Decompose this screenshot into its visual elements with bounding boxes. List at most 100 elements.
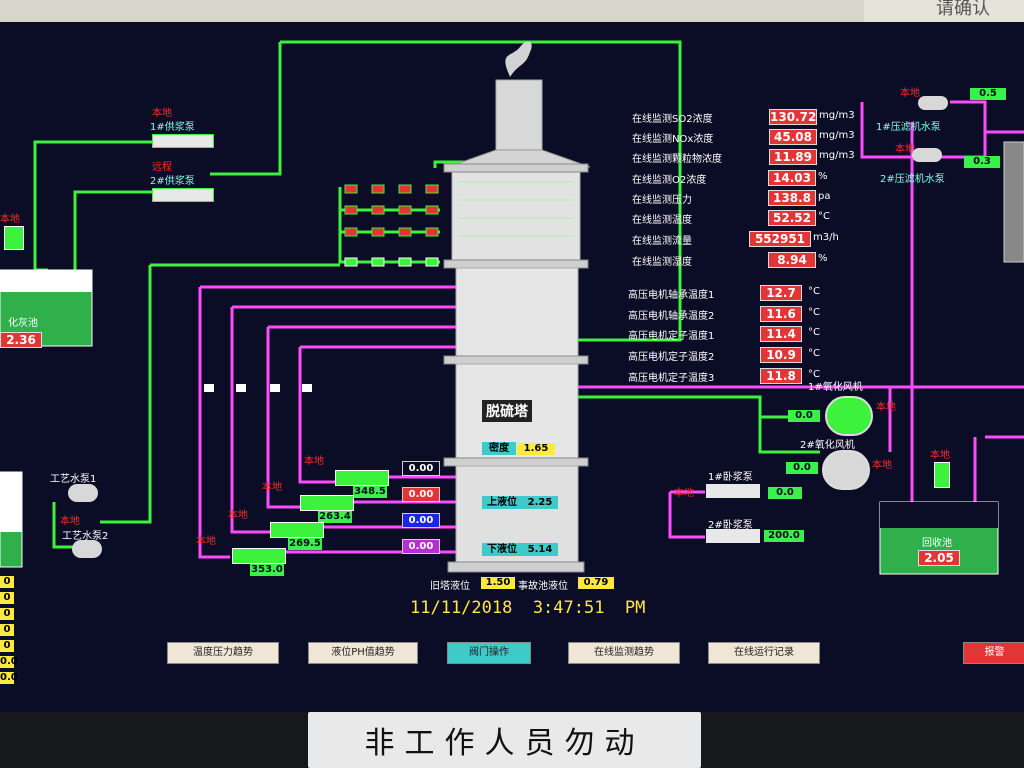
slurry-pump-1-mode: 本地	[674, 488, 694, 499]
motor-label-2: 高压电机定子温度1	[628, 331, 715, 342]
left-value-3: 0	[0, 624, 14, 636]
lower-level-value: 5.14	[522, 543, 558, 556]
right-tank-label: 回收池	[922, 538, 952, 549]
supply-pump-2-label: 2#供浆泵	[150, 176, 195, 187]
datetime-display: 11/11/2018 3:47:51 PM	[410, 598, 646, 618]
circ-pump-4-value: 353.0	[250, 564, 284, 576]
circ-pump-3-value: 269.5	[288, 538, 322, 550]
monitor-label-6: 在线监测流量	[632, 236, 692, 247]
monitor-value-0: 130.72	[769, 109, 817, 125]
oxidation-fan-1-value: 0.0	[788, 410, 820, 422]
circ-pump-4-icon[interactable]	[232, 548, 286, 564]
filter-pump-1-value: 0.5	[970, 88, 1006, 100]
nav-button-0[interactable]: 温度压力趋势	[167, 642, 279, 664]
filter-pump-1-mode: 本地	[900, 88, 920, 99]
oxidation-fan-2-icon[interactable]	[822, 450, 870, 490]
monitor-value-2: 11.89	[769, 149, 817, 165]
slurry-pump-2-icon[interactable]	[706, 529, 760, 543]
filter-pump-2-value: 0.3	[964, 156, 1000, 168]
process-water-pump-2-icon[interactable]	[72, 540, 102, 558]
filter-pump-2-mode: 本地	[895, 144, 915, 155]
motor-unit-3: °C	[808, 348, 820, 359]
monitor-label-0: 在线监测SO2浓度	[632, 114, 713, 125]
circ-pump-1-icon[interactable]	[335, 470, 389, 486]
supply-pump-2-mode: 远程	[152, 162, 172, 173]
process-water-pump-2-label: 工艺水泵2	[62, 531, 109, 542]
density-value: 1.65	[517, 443, 555, 455]
circ-pump-1-mode: 本地	[304, 456, 324, 467]
supply-pump-1-label: 1#供浆泵	[150, 122, 195, 133]
left-value-5: 0.0	[0, 656, 18, 668]
oxidation-fan-1-mode: 本地	[876, 402, 896, 413]
monitor-unit-2: mg/m3	[819, 150, 855, 161]
old-tower-level-value: 1.50	[481, 577, 515, 589]
motor-value-2: 11.4	[760, 326, 802, 342]
left-value-1: 0	[0, 592, 14, 604]
nav-button-1[interactable]: 液位PH值趋势	[308, 642, 418, 664]
right-tank-value: 2.05	[918, 550, 960, 566]
monitor-unit-1: mg/m3	[819, 130, 855, 141]
circ-pump-3-readout: 0.00	[402, 513, 440, 528]
left-value-6: 0.0	[0, 672, 18, 684]
slurry-pump-1-label: 1#卧浆泵	[708, 472, 753, 483]
left-value-0: 0	[0, 576, 14, 588]
oxidation-fan-1-icon[interactable]	[825, 396, 873, 436]
tower-title: 脱硫塔	[482, 400, 532, 422]
supply-pump-1-icon[interactable]	[152, 134, 214, 148]
monitor-label-5: 在线监测温度	[632, 215, 692, 226]
right-mixer-icon[interactable]	[934, 462, 950, 488]
lime-mixer-icon[interactable]	[4, 226, 24, 250]
nav-button-5[interactable]: 报警	[963, 642, 1024, 664]
monitor-value-7: 8.94	[768, 252, 816, 268]
supply-pump-2-icon[interactable]	[152, 188, 214, 202]
monitor-value-1: 45.08	[769, 129, 817, 145]
motor-label-3: 高压电机定子温度2	[628, 352, 715, 363]
monitor-bezel-top: 请确认	[0, 0, 1024, 22]
nav-button-2[interactable]: 阀门操作	[447, 642, 531, 664]
left-value-2: 0	[0, 608, 14, 620]
monitor-value-3: 14.03	[768, 170, 816, 186]
process-water-pump-1-icon[interactable]	[68, 484, 98, 502]
circ-pump-2-value: 263.4	[318, 511, 352, 523]
motor-value-0: 12.7	[760, 285, 802, 301]
slurry-pump-2-label: 2#卧浆泵	[708, 520, 753, 531]
lime-tank-mode: 本地	[0, 214, 20, 225]
monitor-value-6: 552951	[749, 231, 811, 247]
circ-pump-4-mode: 本地	[196, 536, 216, 547]
filter-pump-2-label: 2#压滤机水泵	[880, 174, 945, 185]
circ-pump-3-icon[interactable]	[270, 522, 324, 538]
oxidation-fan-2-mode: 本地	[872, 460, 892, 471]
slurry-pump-2-value: 200.0	[764, 530, 804, 542]
motor-label-1: 高压电机轴承温度2	[628, 311, 715, 322]
monitor-unit-7: %	[818, 253, 828, 264]
circ-pump-1-value: 348.5	[353, 486, 387, 498]
monitor-label-3: 在线监测O2浓度	[632, 175, 707, 186]
note-paper: 请确认	[864, 0, 1024, 22]
filter-pump-1-icon[interactable]	[918, 96, 948, 110]
left-value-4: 0	[0, 640, 14, 652]
nav-button-3[interactable]: 在线监测趋势	[568, 642, 680, 664]
motor-unit-4: °C	[808, 369, 820, 380]
monitor-label-7: 在线监测湿度	[632, 257, 692, 268]
monitor-label-4: 在线监测压力	[632, 195, 692, 206]
motor-value-1: 11.6	[760, 306, 802, 322]
nav-button-4[interactable]: 在线运行记录	[708, 642, 820, 664]
accident-pool-level-label: 事故池液位	[518, 581, 568, 592]
note-text: 请确认	[936, 0, 990, 19]
circ-pump-2-mode: 本地	[262, 482, 282, 493]
circ-pump-1-readout: 0.00	[402, 461, 440, 476]
lime-tank-label: 化灰池	[8, 318, 38, 329]
supply-pump-1-mode: 本地	[152, 108, 172, 119]
oxidation-fan-2-value: 0.0	[786, 462, 818, 474]
slurry-pump-1-icon[interactable]	[706, 484, 760, 498]
circ-pump-2-icon[interactable]	[300, 495, 354, 511]
circ-pump-2-readout: 0.00	[402, 487, 440, 502]
process-water-pump-2-mode: 本地	[60, 516, 80, 527]
right-tank-mode: 本地	[930, 450, 950, 461]
process-water-pump-1-label: 工艺水泵1	[50, 474, 97, 485]
monitor-unit-0: mg/m3	[819, 110, 855, 121]
circ-pump-4-readout: 0.00	[402, 539, 440, 554]
motor-label-0: 高压电机轴承温度1	[628, 290, 715, 301]
monitor-unit-4: pa	[818, 191, 831, 202]
filter-pump-2-icon[interactable]	[912, 148, 942, 162]
